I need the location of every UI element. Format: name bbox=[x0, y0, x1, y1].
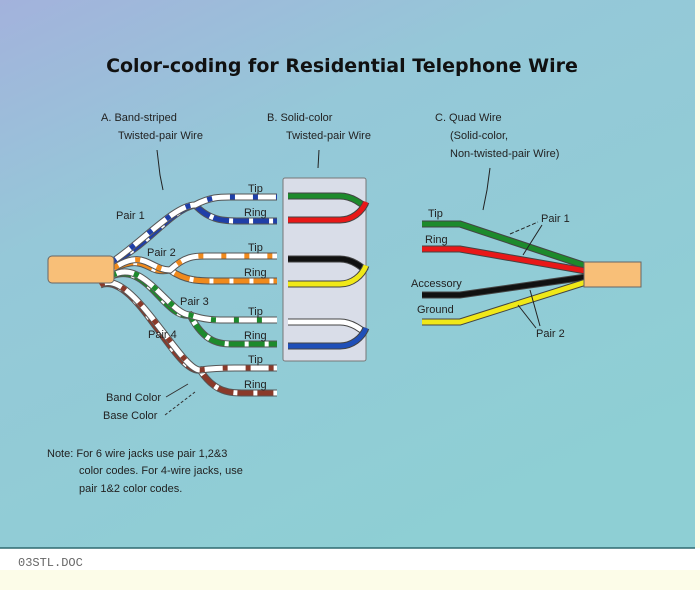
quad-ring-wire bbox=[422, 246, 587, 274]
band-color-label: Band Color bbox=[106, 392, 161, 404]
quad-pair1-label: Pair 1 bbox=[541, 213, 570, 225]
section-c-label: C. Quad Wire bbox=[435, 112, 502, 124]
pair-4-tip-wire-bands bbox=[98, 280, 277, 373]
quad-tip-wire bbox=[422, 221, 587, 269]
section-c-label-3: Non-twisted-pair Wire) bbox=[450, 148, 559, 160]
note-line-1: Note: For 6 wire jacks use pair 1,2&3 bbox=[47, 448, 227, 460]
solid-pair-3-ring-wire bbox=[288, 326, 369, 349]
pair-2-tip-label: Tip bbox=[248, 242, 263, 254]
right-cable-jacket bbox=[583, 261, 642, 288]
note-line-2: color codes. For 4-wire jacks, use bbox=[79, 465, 243, 477]
section-b-label-2: Twisted-pair Wire bbox=[286, 130, 371, 142]
solid-color-box bbox=[282, 177, 367, 362]
page-strip bbox=[0, 548, 700, 570]
note-line-3: pair 1&2 color codes. bbox=[79, 483, 182, 495]
pair-2-label: Pair 2 bbox=[147, 247, 176, 259]
section-a-label-2: Twisted-pair Wire bbox=[118, 130, 203, 142]
quad-pair2-label: Pair 2 bbox=[536, 328, 565, 340]
section-c-label-2: (Solid-color, bbox=[450, 130, 508, 142]
left-cable-jacket bbox=[47, 255, 115, 284]
pair-3-label: Pair 3 bbox=[180, 296, 209, 308]
quad-ground-wire bbox=[422, 279, 587, 325]
pair-1-label: Pair 1 bbox=[116, 210, 145, 222]
pair-1-tip-wire bbox=[110, 194, 277, 265]
pair-4-tip-label: Tip bbox=[248, 354, 263, 366]
solid-color-pairs bbox=[288, 192, 370, 350]
pair-2-tip-wire-bands bbox=[112, 253, 277, 273]
quad-wires bbox=[422, 220, 588, 326]
solid-pair-1-ring-wire bbox=[288, 200, 369, 223]
base-color-label: Base Color bbox=[103, 410, 158, 422]
quad-tip-label: Tip bbox=[428, 208, 443, 220]
pair-2-ring-label: Ring bbox=[244, 267, 267, 279]
pair-1-ring-label: Ring bbox=[244, 207, 267, 219]
diagram-title: Color-coding for Residential Telephone W… bbox=[106, 55, 578, 77]
quad-accessory-label: Accessory bbox=[411, 278, 462, 290]
quad-accessory-wire bbox=[422, 274, 587, 298]
section-b-label: B. Solid-color bbox=[267, 112, 333, 124]
pair-4-label: Pair 4 bbox=[148, 329, 177, 341]
pair-3-ring-label: Ring bbox=[244, 330, 267, 342]
quad-ground-label: Ground bbox=[417, 304, 454, 316]
pair-3-tip-wire-bands bbox=[110, 269, 277, 323]
pair-4-ring-label: Ring bbox=[244, 379, 267, 391]
footer-filename: 03STL.DOC bbox=[18, 556, 83, 570]
quad-ring-label: Ring bbox=[425, 234, 448, 246]
pair-3-tip-label: Tip bbox=[248, 306, 263, 318]
pair-1-tip-label: Tip bbox=[248, 183, 263, 195]
section-a-label: A. Band-striped bbox=[101, 112, 177, 124]
solid-pair-2-ring-wire bbox=[288, 264, 369, 287]
